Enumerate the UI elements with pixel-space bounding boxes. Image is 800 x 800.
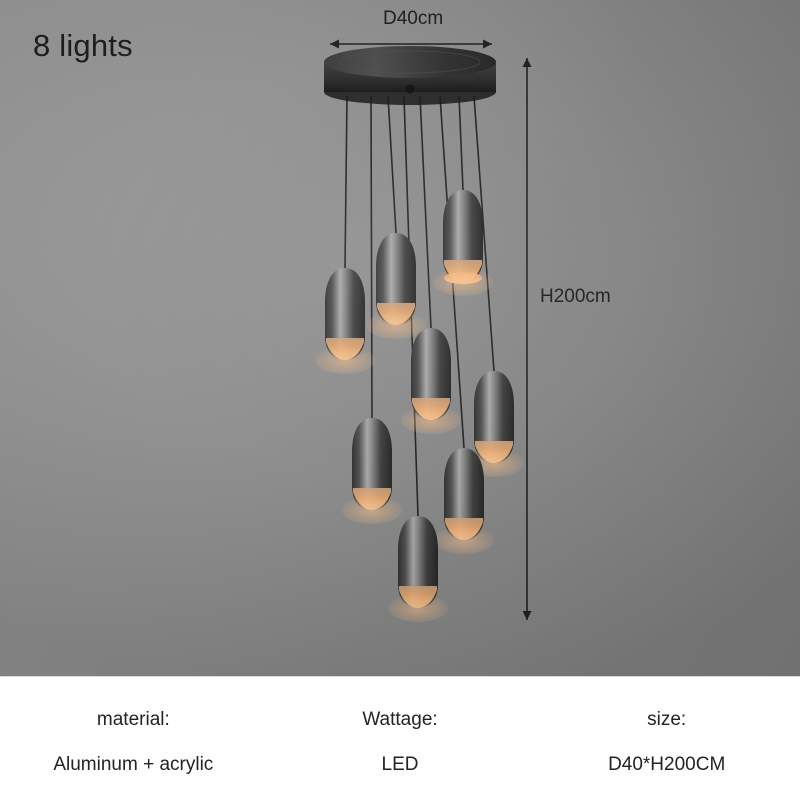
spec-wattage: Wattage: LED bbox=[267, 677, 534, 800]
ceiling-canopy bbox=[324, 46, 496, 105]
pendant-shade-7 bbox=[434, 448, 494, 554]
pendant-shade-2 bbox=[366, 233, 426, 339]
spec-wattage-key: Wattage: bbox=[362, 708, 438, 730]
height-dimension-line bbox=[522, 58, 532, 620]
specs-strip: material: Aluminum + acrylic Wattage: LE… bbox=[0, 676, 800, 800]
light-count-label: 8 lights bbox=[33, 28, 133, 63]
spec-material: material: Aluminum + acrylic bbox=[0, 677, 267, 800]
pendant-shade-6 bbox=[342, 418, 402, 524]
diameter-dimension-line bbox=[330, 39, 492, 49]
pendant-shade-3 bbox=[433, 190, 493, 296]
product-photo: 8 lights D40cm H200cm bbox=[0, 0, 800, 676]
spec-size: size: D40*H200CM bbox=[533, 677, 800, 800]
spec-size-value: D40*H200CM bbox=[608, 753, 726, 775]
spec-size-key: size: bbox=[647, 708, 687, 730]
spec-wattage-value: LED bbox=[381, 753, 419, 775]
pendant-shades bbox=[315, 190, 524, 622]
pendant-shade-8 bbox=[388, 516, 448, 622]
pendant-shade-4 bbox=[401, 328, 461, 434]
spec-material-key: material: bbox=[96, 708, 170, 730]
spec-material-value: Aluminum + acrylic bbox=[53, 753, 214, 775]
diameter-label: D40cm bbox=[383, 8, 444, 29]
pendant-shade-1 bbox=[315, 268, 375, 374]
height-label: H200cm bbox=[540, 286, 611, 307]
pendant-lamp-illustration bbox=[315, 39, 532, 622]
